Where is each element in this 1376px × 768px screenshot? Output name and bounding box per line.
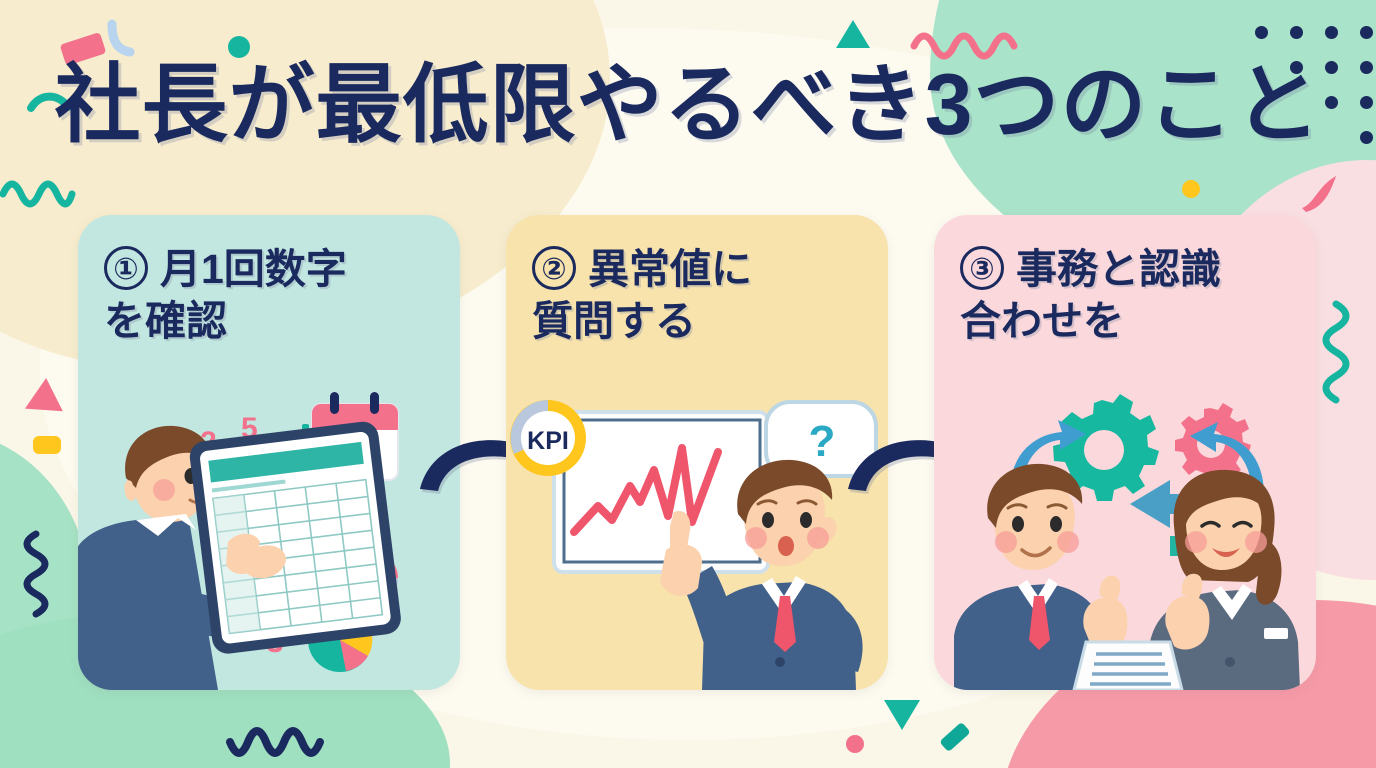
card-2-heading-line2: 質問する [532, 298, 696, 345]
confetti-arc-teal-topleft [27, 90, 72, 114]
card-2-number: ② [532, 246, 576, 290]
card-3-heading-line2: 合わせを [960, 298, 1124, 345]
confetti-triangle-teal-bottomright [884, 700, 920, 730]
card-3-heading: ③ 事務と認識 合わせを [960, 243, 1300, 348]
svg-text:KPI: KPI [527, 427, 569, 455]
confetti-triangle-pink-left [24, 376, 66, 412]
confetti-dot-yellow-right [1182, 180, 1200, 198]
card-2-heading-line1: 異常値に [588, 246, 752, 292]
card-1-illustration: 2 5 9 6 -4 3 月1 [78, 390, 460, 690]
card-1-heading: ① 月1回数字 を確認 [104, 243, 444, 348]
card-3-heading-line1: 事務と認識 [1016, 246, 1221, 292]
card-2-illustration: KPI ? [506, 390, 888, 690]
card-3-number: ③ [960, 246, 1004, 290]
confetti-wavy-line-teal-left [0, 168, 76, 208]
card-2-heading: ② 異常値に 質問する [532, 243, 872, 348]
card-1-heading-line2: を確認 [104, 298, 227, 345]
confetti-dot-teal-top [228, 36, 250, 58]
confetti-square-yellow-left [33, 436, 61, 454]
page-title: 社長が最低限やるべき3つのこと [54, 57, 1322, 153]
svg-text:?: ? [809, 417, 836, 466]
confetti-dot-pink-bottomright [846, 735, 864, 753]
decoration-dot-grid [1255, 26, 1373, 144]
confetti-dash-teal-bottomright [939, 721, 971, 753]
step-card-3[interactable]: ③ 事務と認識 合わせを [934, 215, 1316, 690]
card-1-number: ① [104, 246, 148, 290]
confetti-wavy-line-pink-top [910, 24, 1022, 60]
confetti-triangle-teal-top [836, 20, 870, 48]
card-1-heading-line1: 月1回数字 [160, 246, 347, 292]
confetti-squiggle-teal-right [1322, 300, 1362, 410]
confetti-ribbon-pink-right [1296, 168, 1344, 216]
confetti-squiggle-navy-left [16, 530, 52, 626]
gear-teal [1053, 394, 1159, 501]
confetti-zigzag-navy-bottomleft [226, 727, 330, 764]
card-3-illustration [934, 390, 1316, 690]
confetti-arc-lightblue-top [107, 19, 148, 57]
step-card-2[interactable]: ② 異常値に 質問する KPI ? [506, 215, 888, 690]
